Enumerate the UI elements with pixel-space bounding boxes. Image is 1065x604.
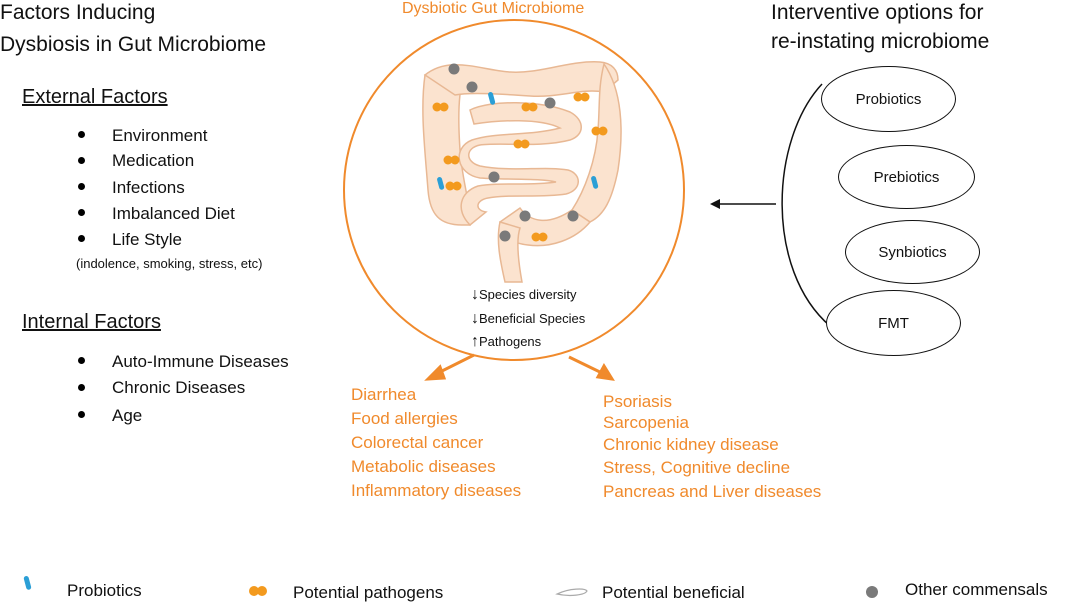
center-title: Dysbiotic Gut Microbiome <box>402 0 585 17</box>
commensal-marker <box>567 210 579 222</box>
effect-pathogens: ↑Pathogens <box>471 333 542 350</box>
effect-species-diversity: ↓Species diversity <box>471 286 577 303</box>
interventions-bracket <box>781 83 831 327</box>
legend-probiotic-icon <box>23 576 32 590</box>
disease-right: Stress, Cognitive decline <box>603 458 791 477</box>
commensal-marker <box>499 230 511 242</box>
gut-illustration <box>422 61 622 283</box>
lifestyle-note: (indolence, smoking, stress, etc) <box>76 256 263 271</box>
bullet <box>78 157 85 164</box>
external-item: Medication <box>112 151 195 170</box>
external-item: Life Style <box>112 230 182 249</box>
down-arrow-icon: ↓ <box>471 310 479 327</box>
bullet <box>78 384 85 391</box>
left-title-line2: Dysbiosis in Gut Microbiome <box>0 33 267 56</box>
internal-item: Chronic Diseases <box>112 378 246 397</box>
disease-right: Pancreas and Liver diseases <box>603 482 822 501</box>
commensal-marker <box>488 171 500 183</box>
legend-beneficial-label: Potential beneficial <box>602 583 745 602</box>
option-fmt: FMT <box>826 290 961 356</box>
legend-pathogen-icon <box>249 586 267 596</box>
disease-left: Metabolic diseases <box>351 457 496 476</box>
internal-item: Age <box>112 406 143 425</box>
disease-left: Food allergies <box>351 409 458 428</box>
effect-beneficial-species: ↓Beneficial Species <box>471 310 586 327</box>
external-item: Environment <box>112 126 208 145</box>
option-probiotics: Probiotics <box>821 66 956 132</box>
probiotic-marker <box>437 91 599 190</box>
disease-left: Inflammatory diseases <box>351 481 522 500</box>
commensal-marker <box>466 81 478 93</box>
internal-factors-heading: Internal Factors <box>22 311 161 333</box>
disease-right: Chronic kidney disease <box>603 435 779 454</box>
disease-left: Diarrhea <box>351 385 417 404</box>
gut-bacteria <box>432 63 608 242</box>
bullet <box>78 235 85 242</box>
pathogen-marker <box>432 92 608 242</box>
bullet <box>78 131 85 138</box>
legend-commensals-label: Other commensals <box>905 580 1048 599</box>
bullet <box>78 357 85 364</box>
legend-probiotics-label: Probiotics <box>67 581 142 600</box>
disease-right: Psoriasis <box>603 392 672 411</box>
interventions-arrow-head <box>710 199 720 209</box>
up-arrow-icon: ↑ <box>471 333 479 350</box>
bullet <box>78 209 85 216</box>
bullet <box>78 411 85 418</box>
disease-left: Colorectal cancer <box>351 433 484 452</box>
commensal-marker <box>544 97 556 109</box>
right-title-line2: re-instating microbiome <box>771 30 990 53</box>
commensal-marker <box>448 63 460 75</box>
commensal-marker <box>519 210 531 222</box>
legend-beneficial-icon <box>555 588 588 597</box>
down-arrow-icon: ↓ <box>471 286 479 303</box>
legend-commensal-icon <box>866 586 878 598</box>
right-title-line1: Interventive options for <box>771 1 984 24</box>
disease-arrows <box>424 353 615 381</box>
legend-pathogens-label: Potential pathogens <box>293 583 444 602</box>
disease-right: Sarcopenia <box>603 413 690 432</box>
left-title-line1: Factors Inducing <box>0 1 156 24</box>
internal-item: Auto-Immune Diseases <box>112 352 289 371</box>
microbiome-circle <box>343 19 685 361</box>
bullet <box>78 183 85 190</box>
external-item: Infections <box>112 178 185 197</box>
option-prebiotics: Prebiotics <box>838 145 975 209</box>
option-synbiotics: Synbiotics <box>845 220 980 284</box>
external-factors-heading: External Factors <box>22 86 168 108</box>
external-item: Imbalanced Diet <box>112 204 235 223</box>
